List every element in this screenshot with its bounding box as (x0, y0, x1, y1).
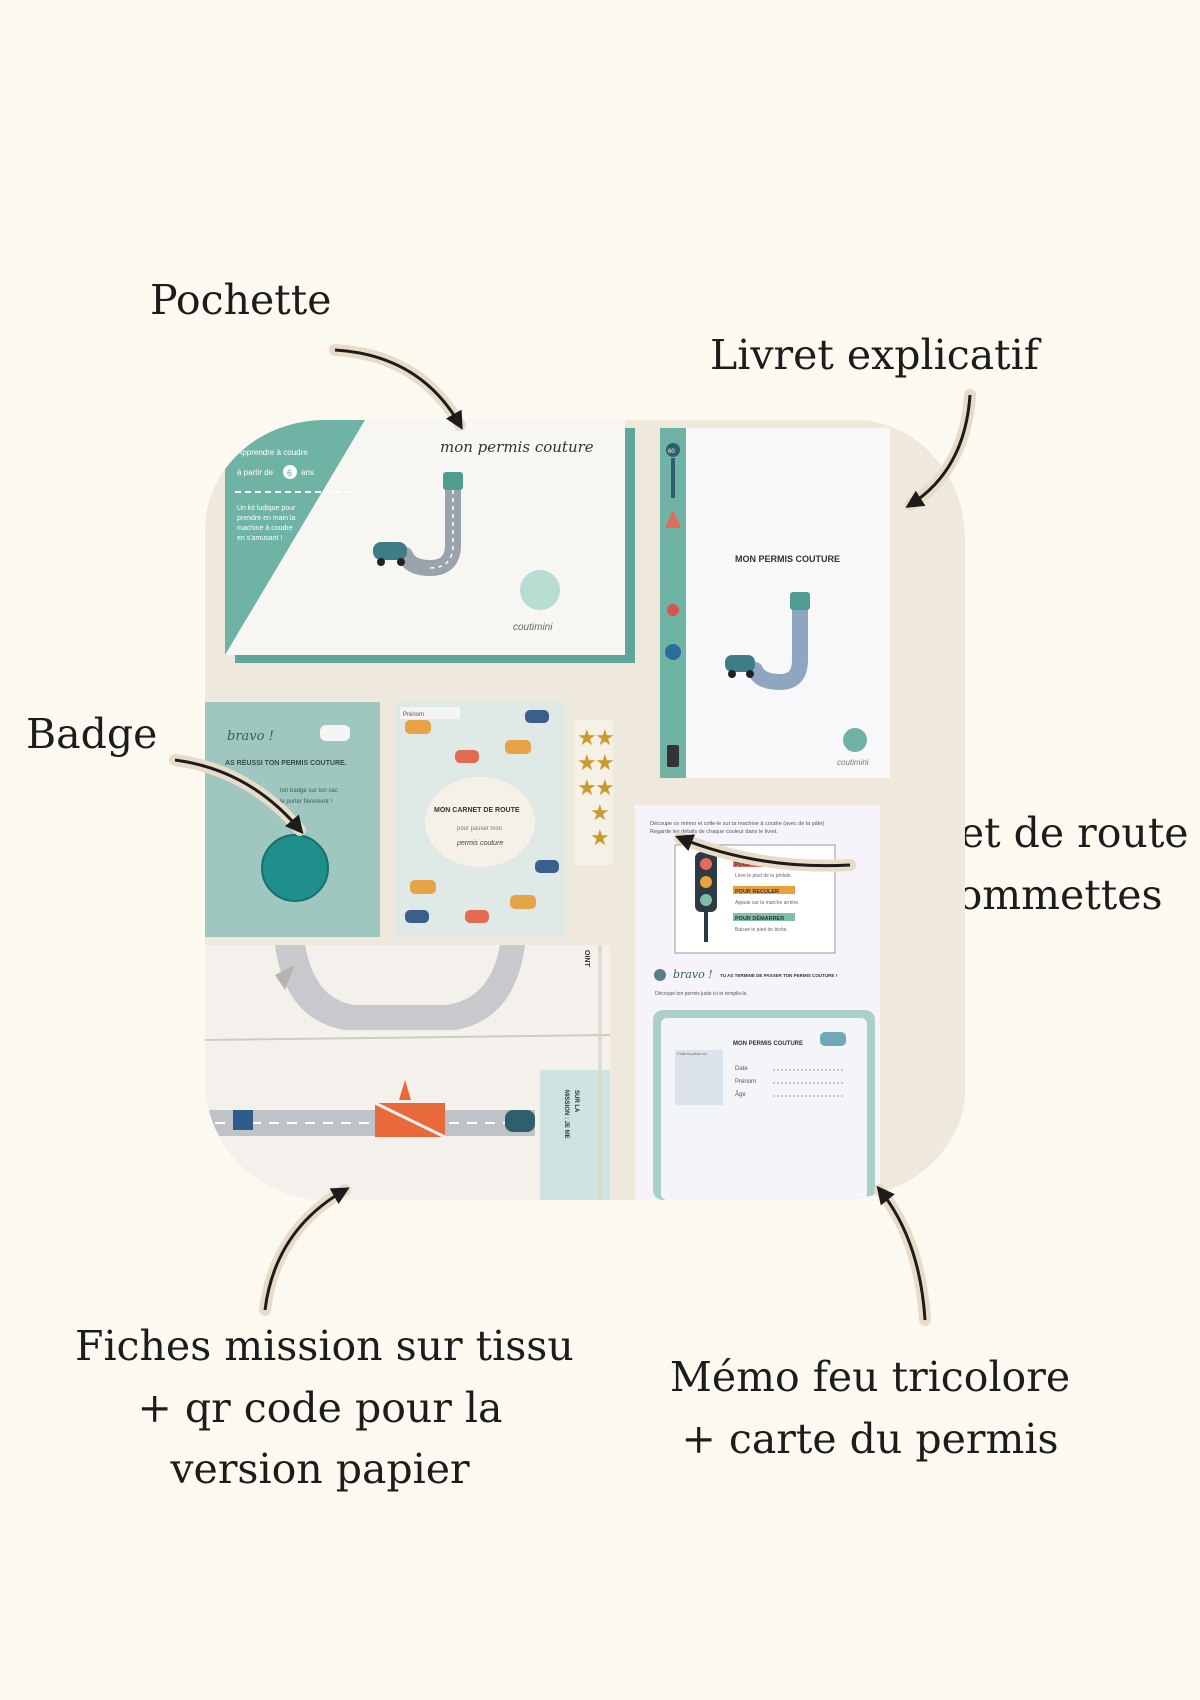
livret-item: 60 MON PERMIS COUTURE coutimini (660, 428, 890, 778)
pochette-item: Apprendre à coudre à partir de 6 ans Un … (225, 420, 635, 663)
carnet-item: Prénom MON CARNET DE ROUTE pour passer m… (395, 702, 565, 937)
card-title: MON PERMIS COUTURE (733, 1041, 803, 1047)
label-fiches-line3: version papier (170, 1445, 470, 1493)
fabric-edge-text: OINT (583, 950, 590, 967)
label-memo-line1: Mémo feu tricolore (669, 1353, 1071, 1401)
label-pochette-text: Pochette (150, 276, 332, 324)
memo-item-2: POUR DÉMARRER Baisse le pied de biche. (733, 913, 795, 933)
kit-photo: Apprendre à coudre à partir de 6 ans Un … (205, 420, 965, 1200)
pochette-brand: coutimini (513, 622, 553, 633)
fabric-text-1: MISSION : JE ME (563, 1090, 569, 1139)
card-photo: Colle ta photo ici (677, 1051, 707, 1056)
carnet-sub-1: pour passer mon (457, 826, 502, 832)
livret-brand: coutimini (837, 758, 869, 767)
pochette-side-4: Un kit ludique pour (237, 505, 296, 512)
star-icon: ★ (595, 726, 615, 751)
pochette-side-1: Apprendre à coudre (237, 448, 308, 457)
badge-button (262, 835, 328, 901)
badge-card-bravo: bravo ! (227, 729, 274, 744)
star-icon: ★ (590, 826, 610, 851)
memo-item-1-desc: Appuie sur la marche arrière. (735, 900, 799, 906)
memo-bravo: bravo ! (673, 968, 713, 981)
memo-bravo-text: TU AS TERMINÉ DE PASSER TON PERMIS COUTU… (720, 971, 838, 978)
livret-title: MON PERMIS COUTURE (735, 554, 840, 564)
memo-item-0-desc: Lève le pied de la pédale. (735, 873, 792, 879)
pochette-side-3: ans (301, 468, 314, 477)
label-memo: Mémo feu tricolore + carte du permis (660, 1347, 1080, 1470)
star-icon: ★ (595, 776, 615, 801)
label-fiches-line2: + qr code pour la (137, 1383, 503, 1432)
memo-item-1: POUR RECULER Appuie sur la marche arrièr… (733, 886, 799, 906)
badge-card-small-1: ton badge sur ton sac (280, 788, 338, 794)
pochette-logo-icon (520, 570, 560, 610)
badge-card-small-2: le porter fièrement ! (280, 799, 332, 805)
badge-card-text: AS RÉUSSI TON PERMIS COUTURE. (225, 758, 347, 767)
star-icon: ★ (577, 726, 597, 751)
star-icon: ★ (577, 776, 597, 801)
fabric-text-2: SUR LA (573, 1090, 579, 1113)
memo-item: Découpe ce mémo et colle-le sur ta machi… (635, 805, 880, 1200)
label-badge-text: Badge (26, 710, 158, 758)
pochette-side-7: en s'amusant ! (237, 535, 282, 542)
carnet-title: MON CARNET DE ROUTE (434, 807, 520, 814)
carnet-prenom: Prénom (403, 712, 424, 718)
memo-cut-text: Découpe ton permis juste ici et remplis-… (655, 991, 748, 997)
card-field-date: Date (735, 1066, 748, 1072)
carnet-sub-2: permis couture (456, 840, 503, 847)
star-icon: ★ (595, 751, 615, 776)
pochette-side-6: machine à coudre (237, 525, 293, 532)
memo-item-2-title: POUR DÉMARRER (735, 914, 784, 922)
pochette-title: mon permis couture (440, 438, 594, 456)
star-icon: ★ (577, 751, 597, 776)
pochette-side-2: à partir de (237, 468, 274, 477)
stickers-item: ★ ★ ★ ★ ★ ★ ★ ★ (575, 720, 615, 865)
label-fiches: Fiches mission sur tissu + qr code pour … (75, 1316, 574, 1501)
livret-speed: 60 (668, 449, 675, 455)
card-field-prenom: Prénom (735, 1079, 756, 1085)
pochette-age-badge (283, 465, 297, 479)
arrow-fiches-icon (259, 1184, 351, 1316)
label-memo-line2: + carte du permis (681, 1414, 1059, 1463)
star-icon: ★ (590, 801, 610, 826)
memo-item-1-title: POUR RECULER (735, 889, 779, 895)
card-field-age: Âge (735, 1091, 746, 1098)
pochette-side-5: prendre en main la (237, 515, 295, 522)
label-livret-text: Livret explicatif (710, 331, 1039, 379)
arrow-pochette-icon (329, 344, 466, 431)
memo-header-2: Regarde les détails de chaque couleur da… (650, 829, 778, 835)
label-pochette: Pochette (150, 270, 331, 332)
pochette-age: 6 (287, 468, 292, 478)
memo-item-0-title: POUR T'ARRÊTER (735, 860, 784, 868)
memo-item-2-desc: Baisse le pied de biche. (735, 927, 788, 933)
fabric-item: MISSION : JE ME SUR LA OINT (205, 945, 611, 1200)
label-fiches-line1: Fiches mission sur tissu (75, 1322, 574, 1370)
arrow-memo-icon (874, 1184, 931, 1326)
label-livret: Livret explicatif (710, 325, 1039, 387)
badge-card-item: bravo ! AS RÉUSSI TON PERMIS COUTURE. to… (205, 702, 380, 937)
memo-header-1: Découpe ce mémo et colle-le sur ta machi… (650, 821, 824, 827)
label-badge: Badge (26, 704, 157, 766)
